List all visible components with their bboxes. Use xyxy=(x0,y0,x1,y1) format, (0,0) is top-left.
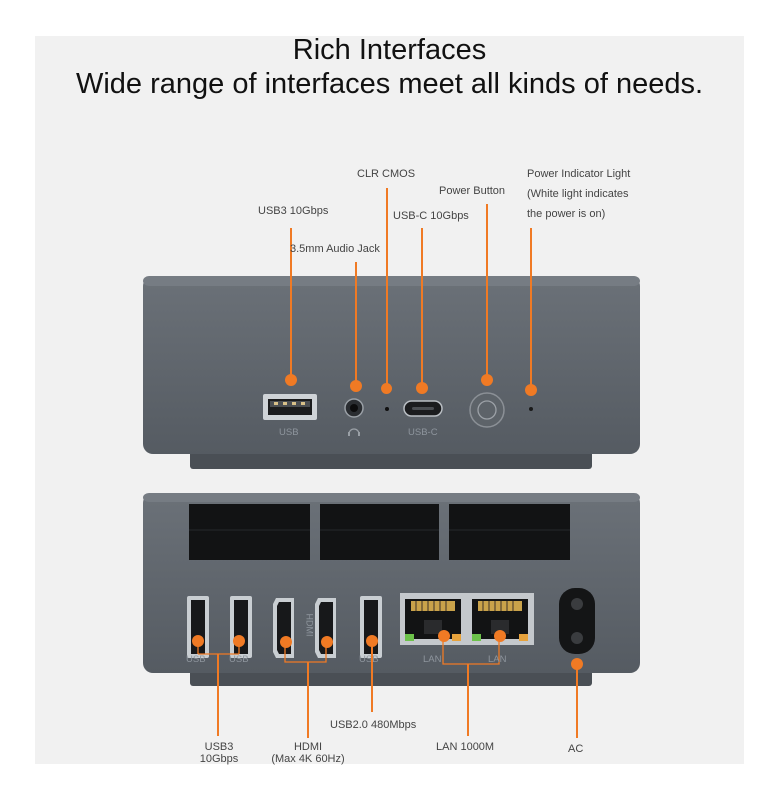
power-indicator-led xyxy=(529,407,533,411)
usb2-dot xyxy=(366,635,378,647)
rear-lan1-label: LAN xyxy=(423,654,442,665)
lan-ports xyxy=(400,593,534,645)
usb3-rear-leader-line xyxy=(217,654,219,736)
ac-dot xyxy=(571,658,583,670)
usb-c-callout: USB-C 10Gbps xyxy=(393,210,469,222)
usb3-callout: USB3 10Gbps xyxy=(258,205,329,217)
hdmi-callout-line2: (Max 4K 60Hz) xyxy=(271,753,345,765)
usb3-rear-callout-line1: USB3 xyxy=(204,741,234,753)
ac-inlet xyxy=(559,588,595,654)
usb3-leader-line xyxy=(290,228,292,380)
power-light-callout-line2: (White light indicates xyxy=(527,188,629,200)
rear-usb1-dot xyxy=(192,635,204,647)
hdmi1-dot xyxy=(280,636,292,648)
front-usb-port-label: USB xyxy=(279,427,299,438)
usb3-dot xyxy=(285,374,297,386)
vent-middle xyxy=(320,504,439,560)
power-light-leader-line xyxy=(530,228,532,390)
front-device xyxy=(143,276,640,469)
front-usb-c-port xyxy=(403,400,443,417)
usb3-rear-callout-line2: 10Gbps xyxy=(199,753,239,765)
page-title: Rich Interfaces xyxy=(292,34,487,66)
front-usb-c-port-label: USB-C xyxy=(408,427,438,438)
clr-cmos-hole xyxy=(385,407,389,411)
lan-callout: LAN 1000M xyxy=(436,741,495,753)
power-button-leader-line xyxy=(486,204,488,380)
page-subtitle: Wide range of interfaces meet all kinds … xyxy=(75,68,704,100)
power-light-dot xyxy=(525,384,537,396)
audio-jack xyxy=(344,398,364,436)
lan1-dot xyxy=(438,630,450,642)
front-usb-port xyxy=(263,394,317,420)
audio-callout: 3.5mm Audio Jack xyxy=(290,243,380,255)
vent-left xyxy=(189,504,310,560)
audio-dot xyxy=(350,380,362,392)
rear-lan2-label: LAN xyxy=(488,654,507,665)
rear-usb2-dot xyxy=(233,635,245,647)
rear-usb3-label: USB xyxy=(359,654,379,665)
clr-cmos-leader-line xyxy=(386,188,388,388)
power-button-callout: Power Button xyxy=(439,185,506,197)
hdmi2-dot xyxy=(321,636,333,648)
usb2-callout: USB2.0 480Mbps xyxy=(330,719,417,731)
rear-device xyxy=(143,493,640,686)
power-light-callout-line3: the power is on) xyxy=(527,208,606,220)
audio-leader-line xyxy=(355,262,357,386)
ac-callout: AC xyxy=(568,743,584,755)
rear-hdmi-label: HDMI xyxy=(304,613,315,637)
clr-cmos-callout: CLR CMOS xyxy=(357,168,416,180)
clr-cmos-dot xyxy=(381,383,392,394)
usb2-leader-line xyxy=(371,646,373,712)
rear-usb1-label: USB xyxy=(186,654,206,665)
lan2-dot xyxy=(494,630,506,642)
usb-c-dot xyxy=(416,382,428,394)
hdmi-callout-line1: HDMI xyxy=(293,741,323,753)
lan-leader-line xyxy=(467,664,469,736)
ac-leader-line xyxy=(576,668,578,738)
vent-right xyxy=(449,504,570,560)
power-light-callout-line1: Power Indicator Light xyxy=(527,168,631,180)
rear-usb2-label: USB xyxy=(229,654,249,665)
usb-c-leader-line xyxy=(421,228,423,388)
hdmi-leader-line xyxy=(307,662,309,738)
power-button-dot xyxy=(481,374,493,386)
power-button-graphic xyxy=(469,392,505,428)
